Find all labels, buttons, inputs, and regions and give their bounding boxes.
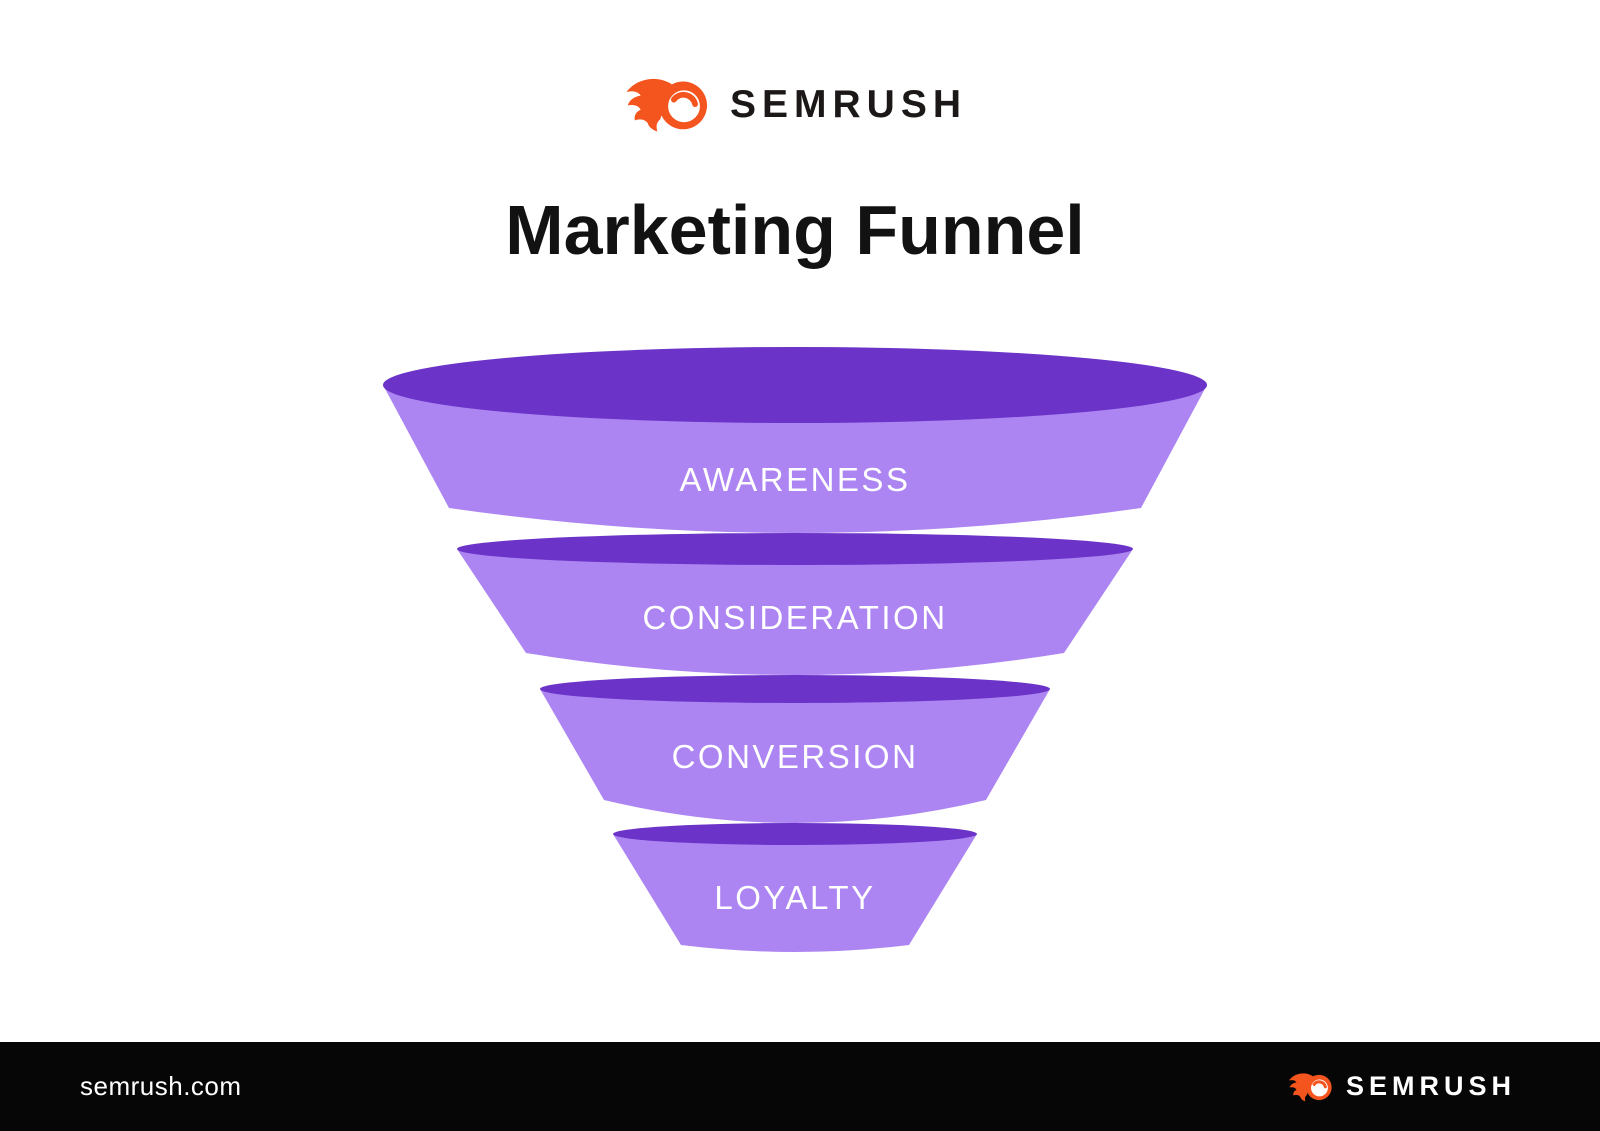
funnel-label-conversion: CONVERSION xyxy=(671,738,919,775)
funnel-stage-awareness xyxy=(383,347,1207,533)
funnel-label-loyalty: LOYALTY xyxy=(714,879,876,916)
footer-logo-text: SEMRUSH xyxy=(1345,1071,1516,1101)
funnel-stage-conversion xyxy=(540,675,1050,823)
semrush-flame-icon xyxy=(626,78,708,132)
semrush-footer-logo: SEMRUSH xyxy=(1287,1072,1516,1102)
funnel-stage-consideration-top xyxy=(457,533,1133,565)
funnel-stage-loyalty-top xyxy=(613,823,977,845)
funnel-stage-awareness-body xyxy=(383,385,1207,533)
semrush-logo: SEMRUSH xyxy=(623,76,967,133)
funnel-stage-loyalty-body xyxy=(613,834,977,952)
funnel-label-awareness: AWARENESS xyxy=(679,461,911,498)
funnel-stage-awareness-top xyxy=(383,347,1207,423)
page-title: Marketing Funnel xyxy=(505,191,1085,269)
semrush-logo-text: SEMRUSH xyxy=(729,83,968,126)
semrush-flame-icon-footer xyxy=(1288,1072,1332,1101)
footer-website-text: semrush.com xyxy=(80,1071,242,1101)
funnel-stage-consideration-body xyxy=(457,549,1133,675)
funnel-label-consideration: CONSIDERATION xyxy=(642,599,948,636)
funnel-stage-consideration xyxy=(457,533,1133,675)
funnel-stage-loyalty xyxy=(613,823,977,952)
funnel-stage-conversion-body xyxy=(540,689,1050,823)
funnel-stage-conversion-top xyxy=(540,675,1050,703)
footer-bar: semrush.com SEMRUSH xyxy=(0,1042,1600,1131)
